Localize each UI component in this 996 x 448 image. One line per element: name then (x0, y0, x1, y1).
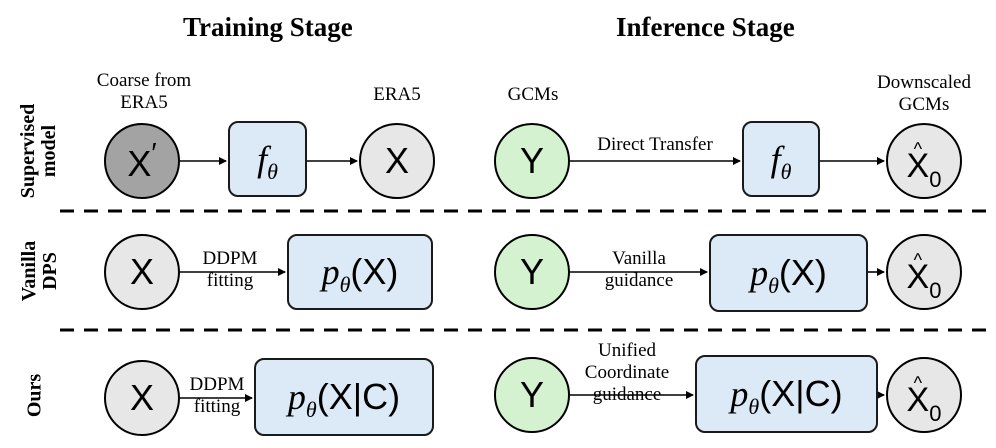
model-p-theta-xc-infer: pθ(X|C) (695, 355, 878, 433)
model-f-theta-infer: fθ (742, 121, 820, 197)
node-y-gcms: Y (494, 123, 570, 199)
node-x-ours: X (104, 360, 180, 436)
training-stage-title: Training Stage (183, 12, 353, 42)
direct-transfer-label: Direct Transfer (597, 134, 713, 155)
inference-stage-title: Inference Stage (616, 12, 795, 42)
model-p-theta-x-train: pθ(X) (287, 234, 433, 310)
model-p-theta-x-infer: pθ(X) (709, 234, 868, 312)
model-p-theta-xc-train: pθ(X|C) (254, 358, 434, 436)
node-x-era5: X (359, 123, 435, 199)
node-x-prime: X′ (104, 123, 180, 199)
node-x-vanilla: X (104, 234, 180, 310)
gcms-label: GCMs (507, 84, 559, 105)
era5-label: ERA5 (373, 84, 421, 105)
node-y-ours: Y (494, 357, 570, 433)
node-y-vanilla: Y (494, 234, 570, 310)
model-f-theta-train: fθ (228, 121, 307, 197)
